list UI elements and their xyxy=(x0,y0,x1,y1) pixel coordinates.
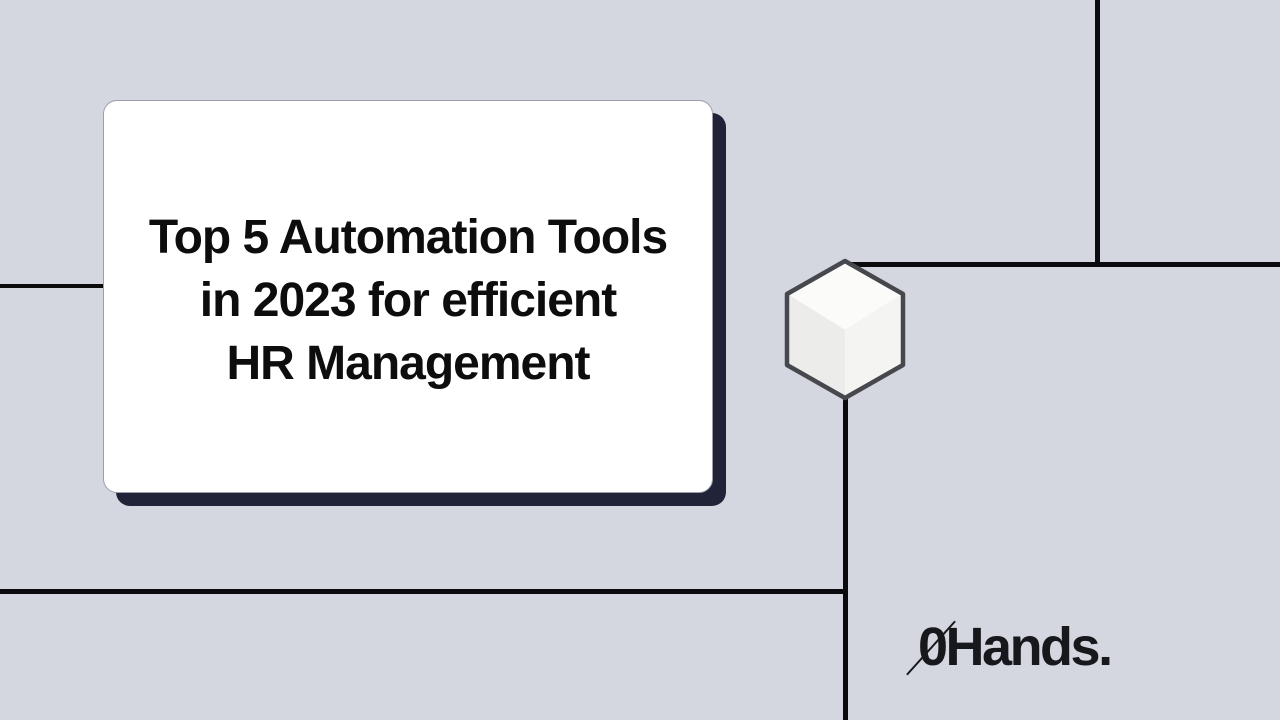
logo-period: . xyxy=(1098,617,1113,677)
bg-line-left-horizontal xyxy=(0,284,104,288)
logo-slashed-zero: 0 xyxy=(906,616,956,678)
title-card: Top 5 Automation Tools in 2023 for effic… xyxy=(103,100,713,493)
title-line: HR Management xyxy=(226,337,590,390)
cube-outline xyxy=(784,258,906,401)
bg-line-bottom-left-horizontal xyxy=(0,589,846,594)
title-line: in 2023 for efficient xyxy=(199,274,617,327)
page-title: Top 5 Automation Tools in 2023 for effic… xyxy=(148,206,668,395)
bg-line-right-horizontal xyxy=(848,262,1280,267)
title-line: Top 5 Automation Tools xyxy=(148,211,668,264)
bg-line-top-right-vertical xyxy=(1095,0,1100,266)
brand-logo: 0 Hands . xyxy=(906,616,1113,678)
bg-line-bottom-vertical xyxy=(843,399,848,720)
cube-icon xyxy=(784,258,906,401)
logo-name: Hands xyxy=(945,617,1101,677)
